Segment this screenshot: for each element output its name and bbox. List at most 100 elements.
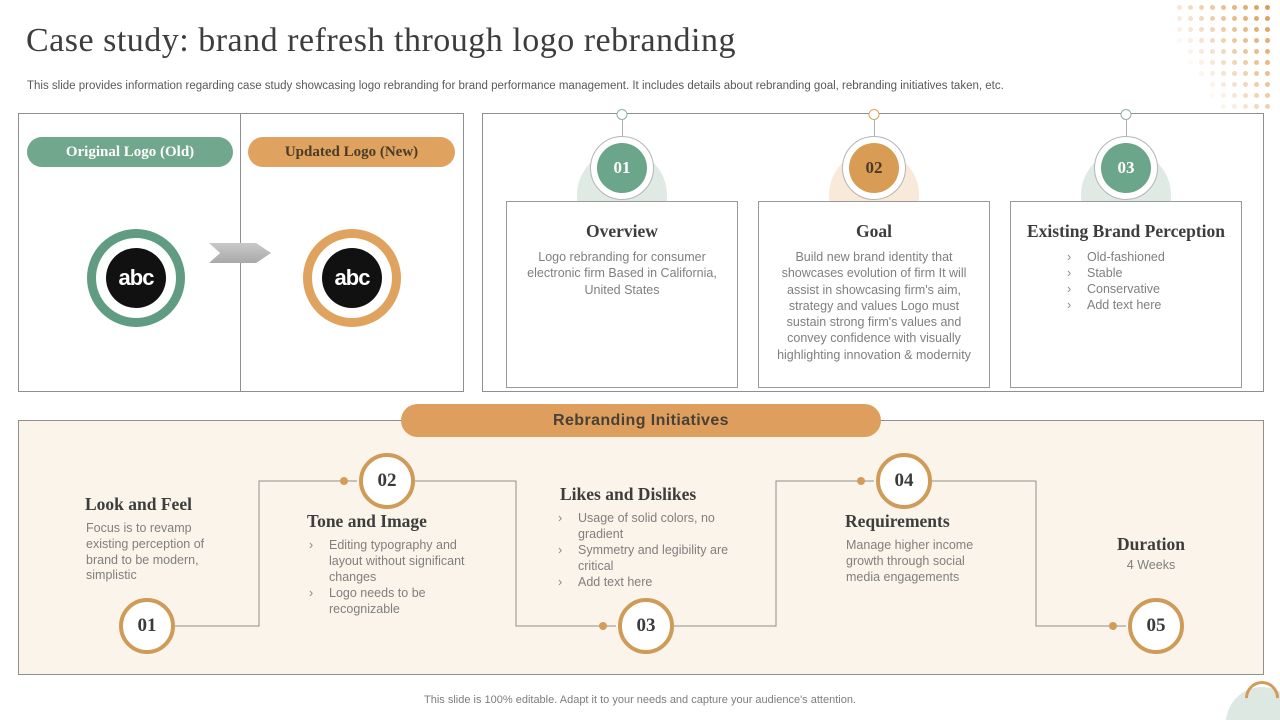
decoration-dot [1188, 16, 1193, 21]
bullet-marker-icon [558, 510, 578, 542]
step-bullet-list: Usage of solid colors, no gradient Symme… [558, 510, 730, 590]
decoration-dot [1199, 60, 1204, 65]
card-title: Goal [856, 221, 892, 241]
bullet-item: Usage of solid colors, no gradient [558, 510, 730, 542]
timeline-item-overview: 01 Overview Logo rebranding for consumer… [506, 109, 738, 391]
step-circle-02: 02 [359, 453, 415, 509]
initiatives-panel: Rebranding Initiatives 01 02 03 04 05 Lo… [18, 404, 1264, 675]
goal-card: Goal Build new brand identity that showc… [758, 201, 990, 388]
step-circle-01: 01 [119, 598, 175, 654]
decoration-dot [1199, 49, 1204, 54]
decoration-dot [1221, 104, 1226, 109]
decoration-dot [1188, 49, 1193, 54]
dots-decoration [1177, 5, 1279, 117]
bullet-item: Stable [1067, 265, 1241, 281]
overview-card: Overview Logo rebranding for consumer el… [506, 201, 738, 388]
decoration-dot [1177, 38, 1182, 43]
decoration-dot [1265, 60, 1270, 65]
bullet-text: Add text here [578, 575, 653, 589]
decoration-dot [1254, 27, 1259, 32]
decoration-dot [1188, 60, 1193, 65]
decoration-dot [1243, 71, 1248, 76]
decoration-dot [1265, 104, 1270, 109]
decoration-dot [1243, 49, 1248, 54]
timeline-connector [622, 119, 623, 137]
step-bullet-list: Editing typography and layout without si… [309, 537, 481, 617]
bullet-marker-icon [309, 537, 329, 585]
bullet-text: Stable [1087, 266, 1123, 280]
bullet-text: Symmetry and legibility are critical [578, 543, 729, 573]
card-body: Logo rebranding for consumer electronic … [527, 250, 717, 297]
decoration-dot [1232, 82, 1237, 87]
decoration-dot [1265, 38, 1270, 43]
decoration-dot [1254, 38, 1259, 43]
step-body: Focus is to revamp existing perception o… [86, 521, 205, 583]
step-title-requirements: Requirements [845, 511, 950, 531]
bullet-marker-icon [558, 542, 578, 574]
decoration-dot [1265, 82, 1270, 87]
decoration-dot [1232, 71, 1237, 76]
step-body: Manage higher income growth through soci… [846, 538, 974, 584]
decoration-dot [1199, 5, 1204, 10]
slide-subtitle: This slide provides information regardin… [27, 80, 1004, 92]
number-badge-01: 01 [590, 136, 654, 200]
timeline-connector [1126, 119, 1127, 137]
step-circle-05: 05 [1128, 598, 1184, 654]
decoration-dot [1232, 49, 1237, 54]
decoration-dot [1221, 60, 1226, 65]
decoration-dot [1221, 38, 1226, 43]
initiatives-banner: Rebranding Initiatives [401, 404, 881, 437]
decoration-dot [1210, 16, 1215, 21]
decoration-dot [1177, 16, 1182, 21]
decoration-dot [1188, 38, 1193, 43]
decoration-dot [1221, 71, 1226, 76]
step-title-tone-and-image: Tone and Image [307, 511, 427, 531]
decoration-dot [1210, 38, 1215, 43]
decoration-dot [1265, 71, 1270, 76]
decoration-dot [1232, 16, 1237, 21]
number-badge-03: 03 [1094, 136, 1158, 200]
decoration-dot [1188, 5, 1193, 10]
bullet-marker-icon [1067, 297, 1087, 313]
decoration-dot [1243, 16, 1248, 21]
step-title-look-and-feel: Look and Feel [85, 494, 192, 514]
decoration-dot [1199, 16, 1204, 21]
timeline-item-goal: 02 Goal Build new brand identity that sh… [758, 109, 990, 391]
bullet-item: Symmetry and legibility are critical [558, 542, 730, 574]
decoration-dot [1243, 38, 1248, 43]
decoration-dot [1221, 5, 1226, 10]
step-title-duration: Duration [1116, 534, 1186, 554]
decoration-dot [1221, 82, 1226, 87]
card-bullet-list: Old-fashioned Stable Conservative Add te… [1011, 249, 1241, 313]
bullet-item: Add text here [1067, 297, 1241, 313]
bullet-text: Old-fashioned [1087, 250, 1165, 264]
timeline-item-perception: 03 Existing Brand Perception Old-fashion… [1010, 109, 1242, 391]
bullet-marker-icon [309, 585, 329, 617]
bullet-text: Editing typography and layout without si… [329, 538, 465, 584]
number-label: 02 [849, 143, 899, 193]
decoration-dot [1188, 27, 1193, 32]
decoration-dot [1254, 93, 1259, 98]
decoration-dot [1254, 60, 1259, 65]
bullet-text: Logo needs to be recognizable [329, 586, 426, 616]
page-title: Case study: brand refresh through logo r… [26, 22, 736, 59]
logo-comparison-panel: Original Logo (Old) Updated Logo (New) a… [18, 113, 464, 392]
decoration-dot [1254, 16, 1259, 21]
timeline-connector [874, 119, 875, 137]
decoration-dot [1265, 5, 1270, 10]
updated-logo: abc [303, 229, 401, 327]
editable-note: This slide is 100% editable. Adapt it to… [424, 694, 856, 706]
decoration-dot [1243, 82, 1248, 87]
decoration-dot [1265, 27, 1270, 32]
decoration-dot [1199, 71, 1204, 76]
decoration-dot [1199, 27, 1204, 32]
bullet-item: Conservative [1067, 281, 1241, 297]
decoration-dot [1243, 27, 1248, 32]
bullet-item: Old-fashioned [1067, 249, 1241, 265]
card-title: Overview [586, 221, 658, 241]
decoration-dot [1221, 49, 1226, 54]
decoration-dot [1210, 71, 1215, 76]
decoration-dot [1265, 49, 1270, 54]
card-body: Build new brand identity that showcases … [777, 250, 971, 362]
decoration-dot [1210, 82, 1215, 87]
